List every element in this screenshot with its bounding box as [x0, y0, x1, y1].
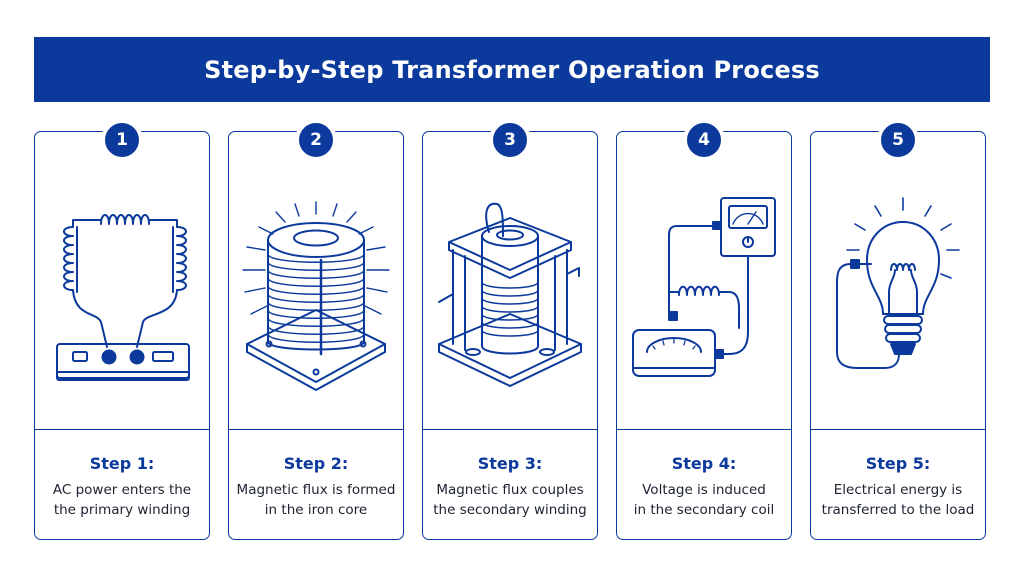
step-number: 4	[698, 130, 710, 150]
card-divider	[229, 429, 403, 430]
step-number-badge: 3	[489, 119, 531, 161]
step-description-line-2: in the iron core	[264, 502, 368, 518]
magnetic-core-icon	[242, 201, 390, 391]
step-description-line-2: the secondary winding	[433, 502, 587, 518]
step-description-line-1: Voltage is induced	[642, 482, 766, 498]
step-number-badge: 4	[683, 119, 725, 161]
step-number: 5	[892, 130, 904, 150]
step-number-badge: 5	[877, 119, 919, 161]
card-divider	[423, 429, 597, 430]
step-description-line-1: Electrical energy is	[833, 482, 963, 498]
step-label: Step 2:	[283, 454, 349, 473]
step-card-1: 1 Step 1: AC power enters the the primar…	[34, 119, 210, 540]
step-card-5: 5 Step 5: Electrical energy is transf	[810, 119, 986, 540]
step-label: Step 4:	[671, 454, 737, 473]
step-description-line-2: the primary winding	[53, 502, 191, 518]
page-title: Step-by-Step Transformer Operation Proce…	[204, 55, 820, 84]
card-divider	[35, 429, 209, 430]
step-label: Step 3:	[477, 454, 543, 473]
step-card-3: 3 Step 3:	[422, 119, 598, 540]
step-number-badge: 1	[101, 119, 143, 161]
step-description: Magnetic flux is formed in the iron core	[235, 480, 397, 520]
step-label: Step 1:	[89, 454, 155, 473]
step-description-line-1: Magnetic flux is formed	[236, 482, 396, 498]
step-card-2: 2	[228, 119, 404, 540]
step-description: AC power enters the the primary winding	[41, 480, 203, 520]
step-label: Step 5:	[865, 454, 931, 473]
step-number: 3	[504, 130, 516, 150]
step-description: Magnetic flux couples the secondary wind…	[429, 480, 591, 520]
light-bulb-icon	[836, 197, 960, 369]
step-card-4: 4 Step 4: Voltage is i	[616, 119, 792, 540]
step-number: 2	[310, 130, 322, 150]
step-number: 1	[116, 130, 128, 150]
step-description: Voltage is induced in the secondary coil	[623, 480, 785, 520]
step-description: Electrical energy is transferred to the …	[817, 480, 979, 520]
step-description-line-2: in the secondary coil	[633, 502, 775, 518]
title-banner: Step-by-Step Transformer Operation Proce…	[34, 37, 990, 102]
ac-source-coil-icon	[56, 214, 190, 381]
step-description-line-2: transferred to the load	[821, 502, 975, 518]
card-divider	[617, 429, 791, 430]
step-number-badge: 2	[295, 119, 337, 161]
transformer-windings-icon	[438, 202, 582, 387]
step-description-line-1: Magnetic flux couples	[436, 482, 584, 498]
step-description-line-1: AC power enters the	[52, 482, 192, 498]
card-divider	[811, 429, 985, 430]
voltmeter-coil-icon	[632, 197, 776, 377]
